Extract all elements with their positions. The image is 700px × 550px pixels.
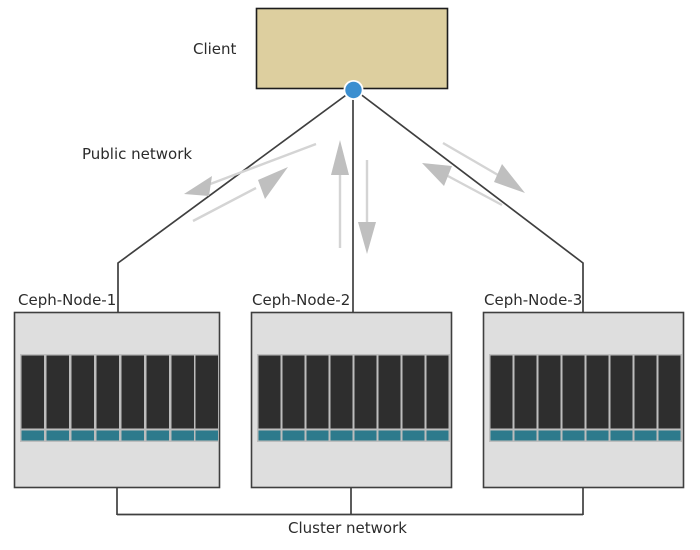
node-label-ceph-node-2: Ceph-Node-2 [252,291,351,309]
disk-bays [21,355,218,441]
client-to-node3-line [354,89,584,312]
arrow-diagonal-icon-right-up [422,163,503,207]
arrows-center-branch [331,140,376,254]
arrow-up-icon-center [331,140,349,248]
cluster-network-label: Cluster network [288,519,407,537]
cluster-network-bus [116,487,584,516]
disk-bays [490,355,681,441]
arrow-down-icon-center [358,160,376,254]
arrows-left-branch [184,142,317,223]
connector-dot-core-icon [345,81,362,99]
client-label: Client [193,40,237,58]
arrow-diagonal-icon-left-down [184,142,317,196]
arrows-right-branch [422,141,525,207]
node-label-ceph-node-3: Ceph-Node-3 [484,291,583,309]
disk-bays [258,355,449,441]
arrow-diagonal-icon-left-up [192,167,288,223]
public-network-links [117,89,584,312]
node-box-ceph-node-2[interactable] [250,311,453,489]
node-box-ceph-node-3[interactable] [482,311,685,489]
public-network-label: Public network [82,145,193,163]
arrow-diagonal-icon-right-down [442,141,525,193]
node-label-ceph-node-1: Ceph-Node-1 [18,291,117,309]
client-to-node1-line [117,89,354,312]
node-box-ceph-node-1[interactable] [13,311,221,489]
client-box[interactable] [255,7,449,90]
